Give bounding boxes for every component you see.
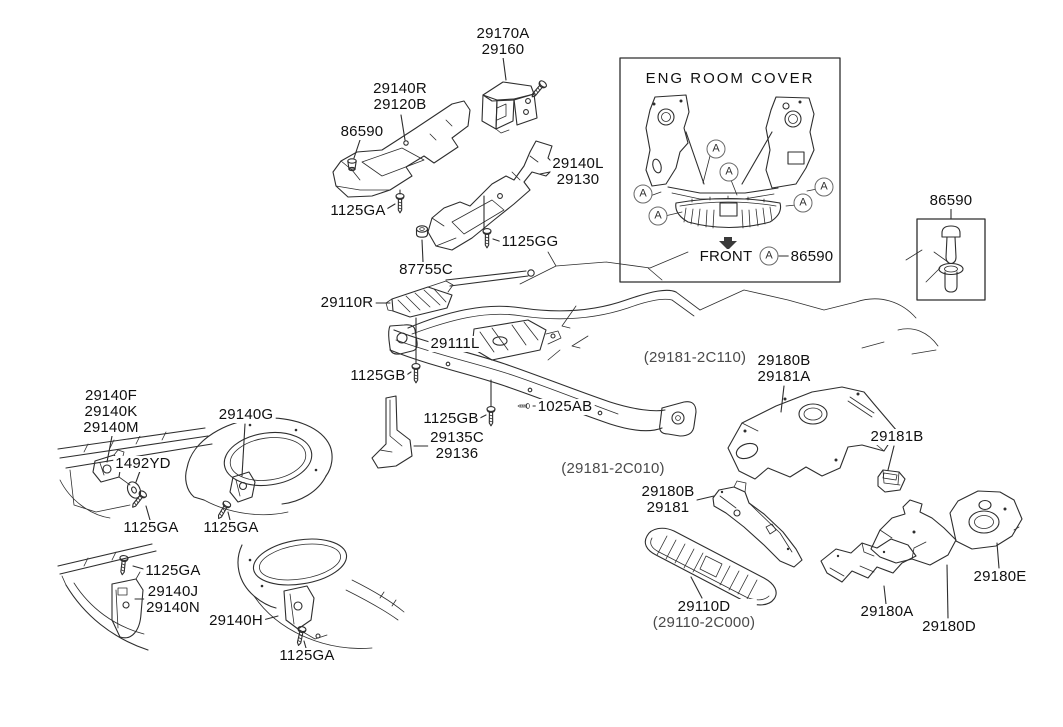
screw-1125ga-left-icon <box>128 489 149 511</box>
fastener-86590-drawing <box>938 225 964 293</box>
screw-1125ga-icon <box>395 193 405 214</box>
callout-29180e: 29180E <box>971 568 1029 585</box>
callout-86590-left: 86590 <box>338 123 386 140</box>
drawing-29140f <box>57 427 213 519</box>
fastener-marker-a: A <box>648 206 668 226</box>
part-29110r-cover-drawing <box>385 269 535 318</box>
callout-1125gb-upper: 1125GB <box>348 367 408 384</box>
part-29135c-drawing <box>371 395 413 469</box>
callout-29140h: 29140H <box>207 612 265 629</box>
screw-1125gb-upper-icon <box>411 363 421 384</box>
callout-29110r: 29110R <box>318 294 376 311</box>
part-29140l-drawing <box>427 140 557 251</box>
callout-29181-2c010: (29181-2C010) <box>559 460 667 477</box>
callout-1125ga-bottom: 1125GA <box>277 647 337 664</box>
drawing-29140g <box>185 417 333 516</box>
callout-29181-2c110: (29181-2C110) <box>641 349 749 366</box>
subframe-sketch <box>388 249 949 437</box>
callout-29111l: 29111L <box>428 335 482 352</box>
callout-87755c: 87755C <box>397 261 455 278</box>
screw-1125gg-icon <box>482 228 492 249</box>
callout-86590-right: 86590 <box>927 192 975 209</box>
callout-1492yd: 1492YD <box>113 455 173 472</box>
eng-room-cover-title: ENG ROOM COVER <box>643 70 817 87</box>
pin-1025ab-icon <box>517 403 530 409</box>
part-29111l-cover-drawing <box>471 319 562 361</box>
part-29181-drawing <box>712 480 803 568</box>
callout-1125gb-lower: 1125GB <box>421 410 481 427</box>
eng-room-cover-inset-border <box>619 57 841 283</box>
callout-1125ga-left: 1125GA <box>121 519 181 536</box>
callout-29180d: 29180D <box>920 618 978 635</box>
callout-29181b: 29181B <box>868 428 926 445</box>
callout-1125ga-mid: 1125GA <box>201 519 261 536</box>
nut-87755c-drawing <box>415 225 429 238</box>
callout-29180a: 29180A <box>858 603 916 620</box>
fastener-marker-a: A <box>793 193 813 213</box>
drawing-29140h <box>237 538 405 649</box>
part-29180e-drawing <box>949 490 1023 550</box>
part-29110d-drawing <box>644 527 777 606</box>
fastener-inset-border <box>916 218 986 301</box>
clip-86590-drawing <box>347 158 357 172</box>
callout-29110d: 29110D(29110-2C000) <box>650 598 758 631</box>
eng-room-cover-drawing <box>645 94 818 257</box>
fastener-marker-a: A <box>814 177 834 197</box>
fastener-marker-a: A <box>719 162 739 182</box>
leader-lines <box>106 56 1000 649</box>
legend-fastener-part: 86590 <box>788 248 836 265</box>
callout-1125ga-top: 1125GA <box>328 202 388 219</box>
fastener-marker-a-legend: A <box>759 246 779 266</box>
callout-29140g: 29140G <box>216 406 276 423</box>
callout-1125gg: 1125GG <box>499 233 561 250</box>
callout-1025ab: 1025AB <box>535 398 595 415</box>
part-29180a-drawing <box>820 538 917 583</box>
part-29170a-bracket-drawing <box>481 81 538 134</box>
part-29180d-drawing <box>870 499 957 566</box>
fastener-marker-a: A <box>633 184 653 204</box>
front-label: FRONT <box>697 248 755 265</box>
fastener-marker-a: A <box>706 139 726 159</box>
part-29140r-drawing <box>332 100 471 198</box>
screw-1125gb-lower-icon <box>486 406 496 427</box>
callout-1125ga-lower-left: 1125GA <box>143 562 203 579</box>
drawing-29140j <box>57 543 157 651</box>
clip-29181b-drawing <box>877 469 906 493</box>
